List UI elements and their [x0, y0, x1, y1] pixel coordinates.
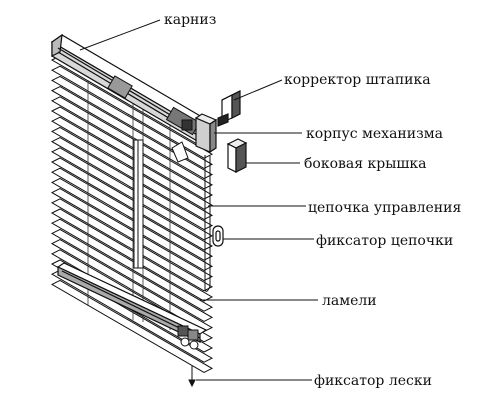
- slat: [50, 75, 214, 169]
- slat: [50, 269, 214, 363]
- mechanism-housing: [194, 113, 218, 154]
- slat: [50, 157, 214, 251]
- label-side-cover: боковая крышка: [304, 156, 427, 172]
- slat: [50, 137, 214, 231]
- tilt-wand: [133, 139, 144, 269]
- label-control-chain: цепочка управления: [308, 200, 461, 216]
- label-cornice: карниз: [164, 12, 216, 28]
- slat: [50, 86, 214, 180]
- ladder-strings: [87, 80, 171, 330]
- slat: [50, 65, 214, 159]
- slat: [50, 239, 214, 333]
- label-mechanism-housing: корпус механизма: [306, 126, 443, 142]
- slat: [50, 96, 214, 190]
- slat: [50, 106, 214, 200]
- slat: [50, 126, 214, 220]
- chain-retainer-part: [212, 225, 224, 247]
- label-cord-retainer: фиксатор лески: [314, 373, 432, 389]
- slat: [50, 188, 214, 282]
- bottom-rail: [56, 262, 208, 343]
- callout-labels: карниз корректор штапика корпус механизм…: [164, 12, 461, 389]
- slat: [50, 177, 214, 271]
- mechanism: [107, 75, 201, 163]
- slat: [50, 147, 214, 241]
- bead-corrector-part: [217, 90, 241, 127]
- leader-lines: [79, 19, 318, 381]
- slat: [50, 198, 214, 292]
- label-bead-corrector: корректор штапика: [284, 72, 431, 88]
- slat: [50, 208, 214, 302]
- label-chain-retainer: фиксатор цепочки: [316, 233, 453, 249]
- slat: [50, 167, 214, 261]
- slat: [50, 218, 214, 312]
- bottom-end-caps: [177, 325, 199, 350]
- control-chain: [204, 155, 211, 292]
- slat: [50, 116, 214, 210]
- cord-retainer-part: [188, 366, 196, 388]
- label-slats: ламели: [322, 293, 377, 309]
- slat: [50, 279, 214, 373]
- side-cover-part: [226, 138, 248, 173]
- slat: [50, 228, 214, 322]
